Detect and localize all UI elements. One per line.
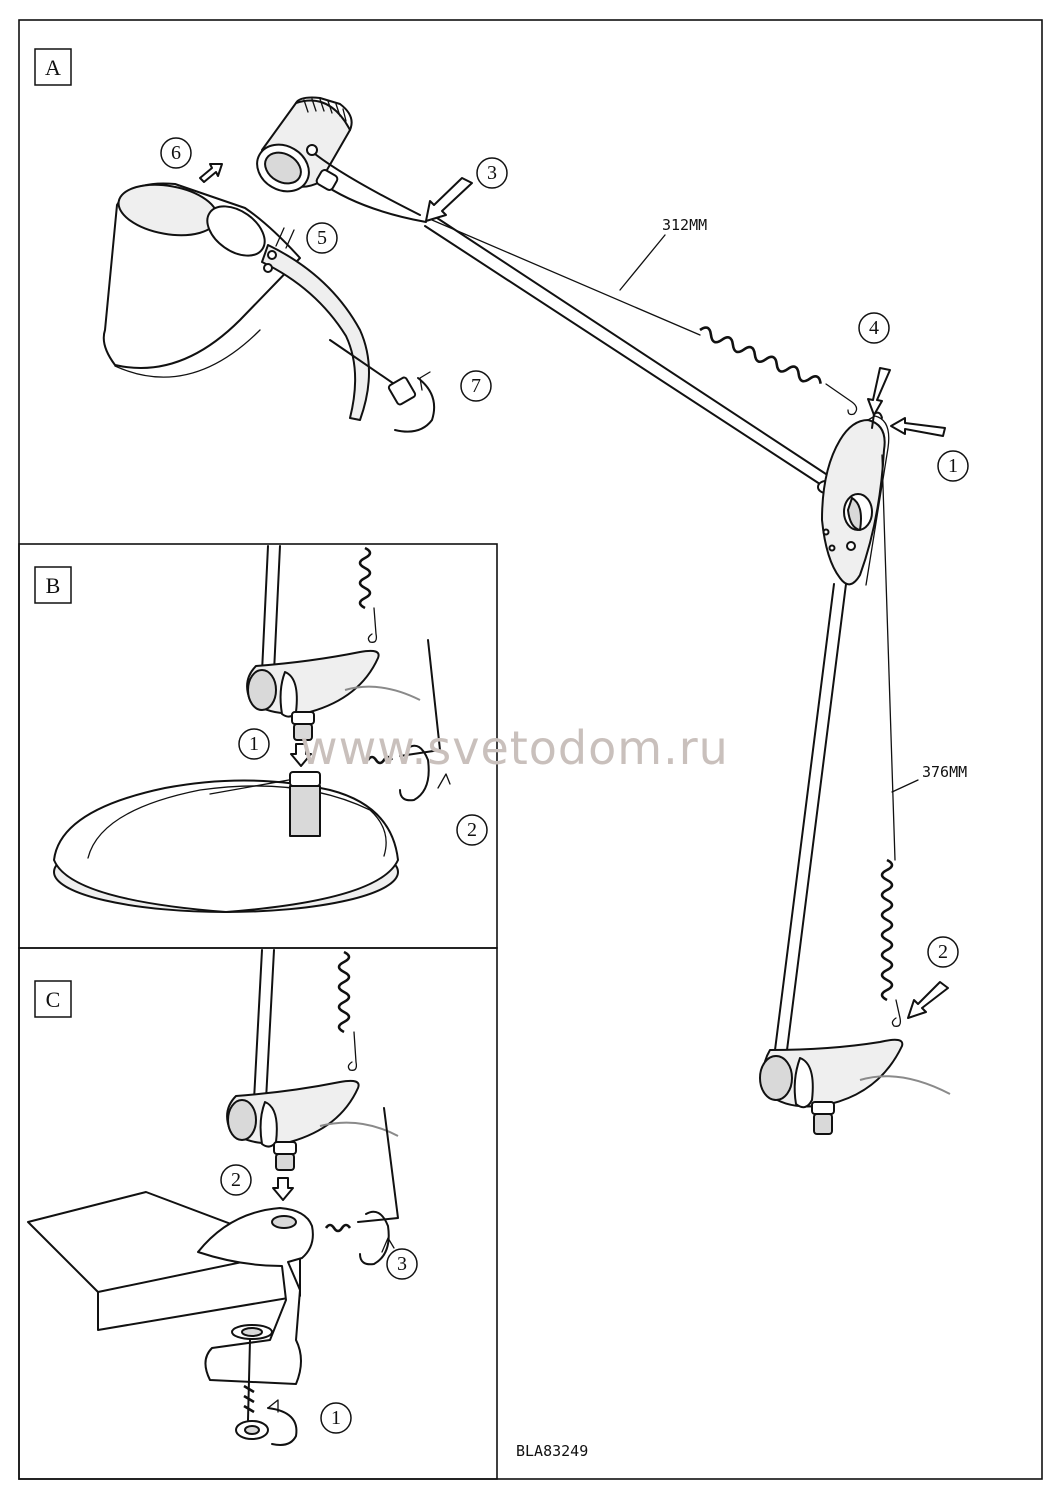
panel-c-frame <box>18 947 498 1480</box>
svg-text:7: 7 <box>471 375 481 397</box>
svg-text:2: 2 <box>938 941 948 963</box>
arrow-step-6 <box>199 163 223 183</box>
adjustment-knob <box>329 339 436 433</box>
svg-text:2: 2 <box>231 1169 241 1191</box>
arrow-b-1 <box>290 743 312 767</box>
dimension-376: 376MM <box>891 763 967 793</box>
step-a-7: 7 <box>460 370 492 402</box>
svg-text:4: 4 <box>869 317 879 339</box>
panel-c-arm <box>253 949 358 1101</box>
panel-a-label: A <box>34 48 72 86</box>
svg-text:312MM: 312MM <box>662 216 707 234</box>
panel-c-label: C <box>34 980 72 1018</box>
svg-text:3: 3 <box>487 162 497 184</box>
svg-text:2: 2 <box>467 819 477 841</box>
step-a-2: 2 <box>927 936 959 968</box>
step-b-2: 2 <box>456 814 488 846</box>
step-a-3: 3 <box>476 157 508 189</box>
round-base <box>53 771 399 913</box>
step-b-1: 1 <box>238 728 270 760</box>
panel-b-screw-key <box>366 639 451 802</box>
svg-text:1: 1 <box>331 1407 341 1429</box>
lower-arm <box>773 583 847 1059</box>
step-a-4: 4 <box>858 312 890 344</box>
step-c-3: 3 <box>386 1248 418 1280</box>
panel-c-screw-key <box>324 1107 399 1266</box>
svg-text:B: B <box>46 573 61 598</box>
step-c-1: 1 <box>320 1402 352 1434</box>
elbow-joint <box>821 411 890 586</box>
svg-text:C: C <box>46 987 61 1012</box>
svg-text:376MM: 376MM <box>922 763 967 781</box>
panel-b-joint <box>246 649 421 741</box>
svg-text:1: 1 <box>249 733 259 755</box>
step-c-2: 2 <box>220 1164 252 1196</box>
svg-text:3: 3 <box>397 1253 407 1275</box>
arrow-step-3 <box>425 177 473 222</box>
svg-text:A: A <box>45 55 61 80</box>
lower-spring-assembly <box>880 454 902 1027</box>
desk-clamp <box>197 1207 314 1446</box>
panel-c-joint <box>226 1079 399 1171</box>
arrow-step-1 <box>890 417 946 437</box>
upper-arm <box>424 213 835 494</box>
svg-text:1: 1 <box>948 455 958 477</box>
step-a-1: 1 <box>937 450 969 482</box>
arrow-c-2 <box>272 1177 294 1201</box>
lamp-shade <box>102 182 301 378</box>
svg-text:6: 6 <box>171 142 181 164</box>
panel-b-label: B <box>34 566 72 604</box>
shade-bracket <box>261 227 370 421</box>
step-a-5: 5 <box>306 222 338 254</box>
upper-spring-assembly <box>431 219 858 416</box>
svg-text:5: 5 <box>317 227 327 249</box>
dimension-312: 312MM <box>619 216 707 291</box>
arrow-step-4 <box>867 367 891 416</box>
model-code: BLA83249 <box>516 1442 588 1460</box>
lamp-socket-head <box>256 96 427 223</box>
step-a-6: 6 <box>160 137 192 169</box>
panel-b-arm <box>261 545 378 673</box>
arrow-step-2 <box>907 981 949 1019</box>
watermark: www.svetodom.ru <box>300 721 729 775</box>
base-joint-a <box>759 1038 951 1135</box>
